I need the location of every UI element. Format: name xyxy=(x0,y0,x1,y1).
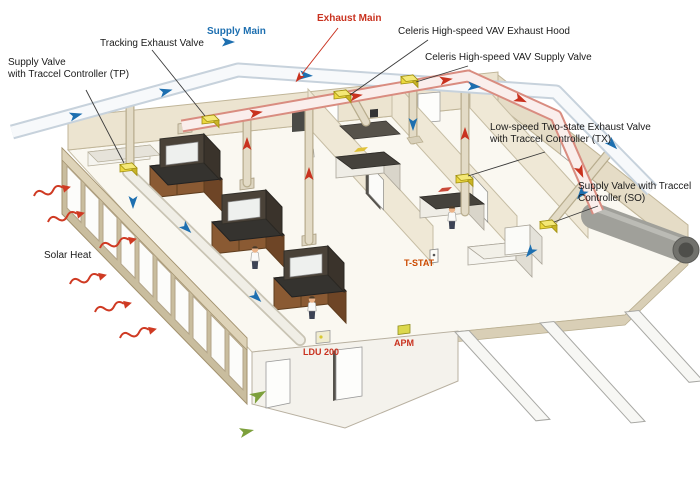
bench-middle-room xyxy=(334,108,402,192)
label-supply-main: Supply Main xyxy=(207,26,266,37)
ldu-200-icon xyxy=(315,330,331,344)
window-wall xyxy=(61,146,248,406)
leader-lines xyxy=(85,39,599,223)
label-low-speed-tx: Low-speed Two-state Exhaust Valve with T… xyxy=(490,122,651,146)
exhaust-stack xyxy=(581,203,700,264)
front-room-fins xyxy=(453,309,700,424)
label-celeris-exhaust-hood: Celeris High-speed VAV Exhaust Hood xyxy=(398,26,570,37)
label-supply-valve-tp: Supply Valve with Traccel Controller (TP… xyxy=(8,57,130,81)
label-celeris-supply-valve: Celeris High-speed VAV Supply Valve xyxy=(425,52,592,63)
label-solar-heat: Solar Heat xyxy=(44,250,92,261)
canopy-exhaust-hood xyxy=(339,120,401,140)
label-exhaust-main: Exhaust Main xyxy=(317,13,382,24)
exhaust-main-leader xyxy=(292,27,339,85)
label-tracking-exhaust-valve: Tracking Exhaust Valve xyxy=(100,38,204,49)
front-door-1 xyxy=(265,358,291,409)
exhaust-main-duct xyxy=(180,69,604,215)
label-ldu-200: LDU 200 xyxy=(303,347,340,357)
label-t-stat: T-STAT xyxy=(404,258,435,268)
supply-main-duct xyxy=(10,62,658,196)
cabinet-right-room xyxy=(504,224,543,265)
t-stat-icon xyxy=(429,248,439,264)
apm-icon xyxy=(397,324,411,335)
label-supply-valve-so: Supply Valve with Traccel Controller (SO… xyxy=(578,181,692,205)
front-door-2 xyxy=(335,346,363,401)
label-apm: APM xyxy=(394,338,414,348)
interior-supply-duct xyxy=(122,166,306,346)
